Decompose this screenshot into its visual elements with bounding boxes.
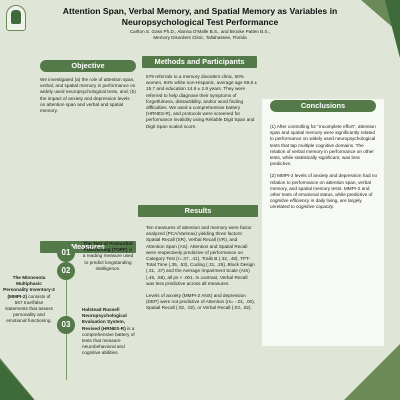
conclusions-text: (1) After controlling for "incomplete ef… — [270, 124, 380, 211]
results-heading: Results — [138, 205, 258, 217]
mmpi-description: The Minnesota Multiphasic Personality In… — [3, 275, 55, 325]
clinic-logo — [6, 5, 26, 31]
poster-authors: Carlton S. Gass Ph.D., Alanna O'Malle B.… — [40, 29, 360, 41]
conclusion-2-part-a: (2) MMPI-2 levels of anxiety and depress… — [270, 173, 378, 198]
conclusion-2-part-c: in daily living, are largely unrelated t… — [270, 198, 362, 210]
conclusion-2-emph-efficiency: cognitive efficiency — [270, 198, 310, 204]
conclusions-paragraph-1: (1) After controlling for "incomplete ef… — [270, 124, 376, 167]
measure-number-01: 01 — [57, 244, 75, 262]
conclusions-panel — [262, 99, 384, 346]
measure-number-03: 03 — [57, 316, 75, 334]
results-paragraph-1: Ten measures of attention and memory wer… — [146, 225, 255, 286]
topf-name: The Test of Premorbid Functioning (TOPF) — [83, 241, 133, 253]
conclusion-2-part-e: . — [333, 204, 335, 210]
methods-text: 579 referrals to a memory disorders clin… — [146, 74, 257, 129]
author-line: Carlton S. Gass Ph.D., Alanna O'Malle B.… — [129, 29, 271, 34]
objective-text: We investigated (a) the role of attentio… — [40, 77, 136, 114]
conclusions-heading: Conclusions — [270, 100, 376, 112]
topf-detail: is a reading measure used to predict lon… — [82, 247, 134, 271]
mmpi-name: The Minnesota Multiphasic Personality In… — [3, 275, 55, 299]
measure-item-topf: The Test of Premorbid Functioning (TOPF)… — [82, 241, 134, 272]
poster-title: Attention Span, Verbal Memory, and Spati… — [62, 6, 338, 27]
results-text: Ten measures of attention and memory wer… — [146, 225, 256, 312]
objective-heading: Objective — [40, 60, 136, 72]
hrnes-name: Halstead Russell Neuropsychological Eval… — [82, 307, 127, 331]
conclusions-paragraph-2: (2) MMPI-2 levels of anxiety and depress… — [270, 173, 380, 210]
decor-corner-bottom-left-dark — [0, 360, 34, 400]
conclusion-2-emph-capacity: cognitive capacity — [296, 204, 334, 210]
methods-heading: Methods and Participants — [142, 56, 257, 68]
results-paragraph-2: Levels of anxiety (MMPI-2 ANX) and depre… — [146, 293, 256, 311]
hrnes-detail: is a comprehensive battery of tests that… — [82, 325, 135, 356]
mmpi-detail: consists of 567 true/false statements th… — [5, 293, 53, 324]
measure-item-hrnes: Halstead Russell Neuropsychological Eval… — [82, 307, 136, 357]
affiliation-line: Memory Disorders Clinic, Tallahassee, Fl… — [153, 35, 247, 40]
logo-mark-icon — [11, 10, 21, 24]
measure-number-02: 02 — [57, 262, 75, 280]
